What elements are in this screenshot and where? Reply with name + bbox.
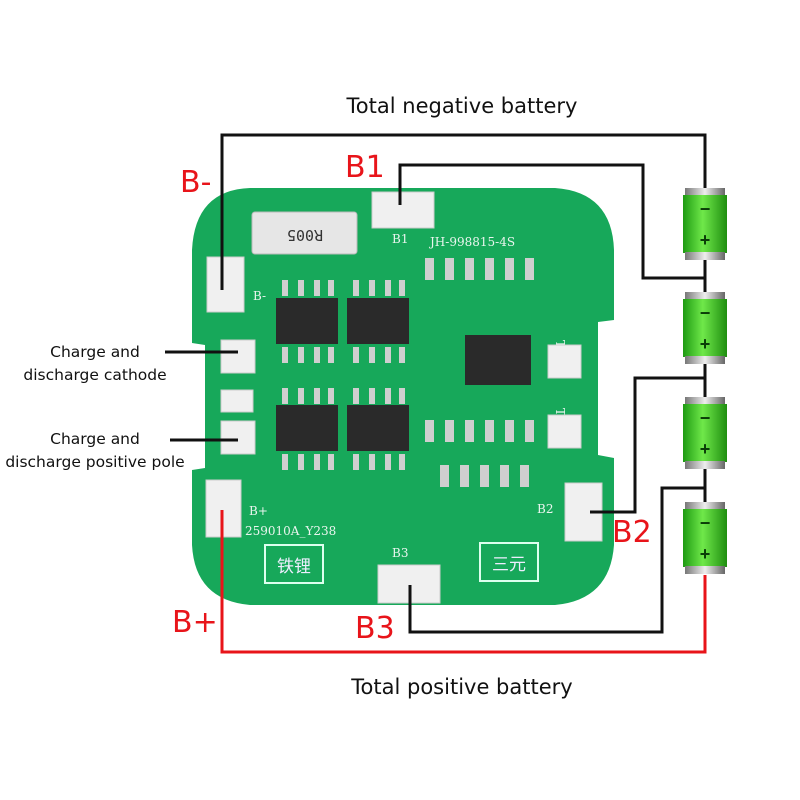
label-bplus: B+ [172, 605, 218, 640]
wire-b2 [590, 376, 705, 514]
pad-p-plus [220, 420, 256, 455]
silk-b1: B1 [392, 232, 408, 246]
svg-text:−: − [700, 513, 711, 533]
wire-b1 [398, 163, 705, 280]
pad-t2 [547, 414, 582, 449]
battery-cell: − + [683, 188, 727, 260]
protection-ic [465, 335, 531, 385]
model-label: JH-998815-4S [428, 235, 515, 249]
code-label: 259010A_Y238 [245, 524, 336, 538]
label-b2: B2 [612, 515, 652, 550]
battery-cell: − + [683, 397, 727, 469]
positive-label-2: discharge positive pole [5, 453, 184, 471]
silk-b2: B2 [537, 502, 553, 516]
pad-bminus [206, 256, 245, 313]
silk-bplus: B+ [249, 504, 268, 518]
wire-bminus [220, 133, 707, 290]
title-bottom: Total positive battery [350, 675, 572, 699]
svg-text:−: − [700, 408, 711, 428]
resistor-label: R005 [287, 226, 323, 244]
svg-text:−: − [700, 199, 711, 219]
cathode-label-2: discharge cathode [23, 366, 166, 384]
shunt-resistor [251, 211, 358, 255]
lfp-label: 铁锂 [277, 557, 311, 577]
pad-t1 [547, 344, 582, 379]
svg-text:+: + [700, 334, 711, 354]
battery-cell: − + [683, 292, 727, 364]
battery-stack: − + − + − + − + [683, 188, 727, 574]
svg-text:+: + [700, 439, 711, 459]
pad-t [220, 389, 254, 413]
label-bminus: B- [180, 165, 211, 200]
pad-b1 [371, 191, 435, 229]
wires [165, 133, 707, 654]
svg-text:−: − [700, 303, 711, 323]
label-b3: B3 [355, 611, 395, 646]
label-b1: B1 [345, 150, 385, 185]
battery-cell: − + [683, 502, 727, 574]
silk-bminus: B- [253, 289, 266, 303]
title-top: Total negative battery [346, 94, 578, 118]
ternary-label: 三元 [492, 555, 526, 575]
mosfet-chips [276, 298, 531, 451]
pad-p-minus [220, 339, 256, 374]
positive-label-1: Charge and [50, 430, 140, 448]
cathode-label-1: Charge and [50, 343, 140, 361]
silk-b3: B3 [392, 546, 408, 560]
wire-bplus [220, 510, 707, 654]
pcb-board: R005 JH-998815-4S 259010A_Y238 B1 B2 B3 … [192, 188, 614, 605]
svg-text:+: + [700, 544, 711, 564]
wire-b3 [408, 486, 705, 634]
svg-text:+: + [700, 230, 711, 250]
